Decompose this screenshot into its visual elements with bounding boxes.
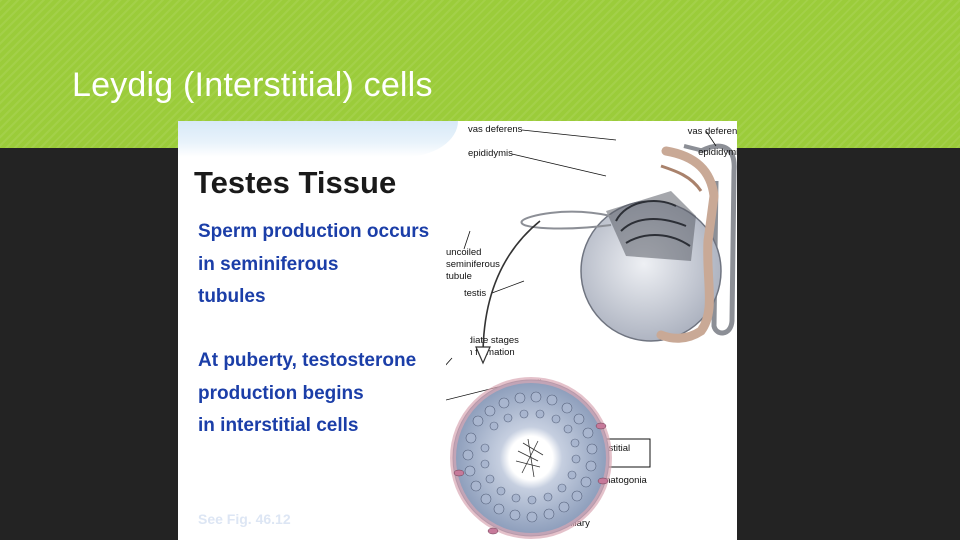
- label-epididymis: epididymis: [698, 147, 737, 158]
- label-uncoiled: uncoiled: [446, 247, 481, 258]
- figure-heading: Testes Tissue: [194, 165, 397, 200]
- paragraph-sperm-production: Sperm production occurs in seminiferous …: [198, 216, 429, 314]
- testis-diagram: vas deferens epididymis vas deferens epi…: [446, 121, 737, 529]
- label-spermatogonia: spermatogonia: [584, 475, 648, 486]
- label-vas-deferens: vas deferens: [688, 126, 737, 137]
- label-vas-deferens-main: vas deferens: [468, 124, 523, 135]
- figure-reference: See Fig. 46.12: [198, 511, 291, 527]
- decorative-stripe: [178, 121, 458, 157]
- paragraph-line: Sperm production occurs: [198, 221, 430, 242]
- label-epididymis-main: epididymis: [468, 148, 513, 159]
- label-seminiferous: seminiferous: [446, 259, 500, 270]
- paragraph-line: production begins: [198, 382, 364, 404]
- paragraph-line: tubules: [198, 286, 266, 307]
- paragraph-line: in seminiferous: [198, 253, 339, 275]
- diagram-overlay: [446, 220, 612, 539]
- paragraph-line: in interstitial cells: [198, 415, 359, 436]
- figure-panel: Testes Tissue Sperm production occurs in…: [178, 121, 737, 540]
- slide-title: Leydig (Interstitial) cells: [72, 66, 433, 104]
- paragraph-line: At puberty, testosterone: [198, 350, 417, 371]
- label-testis: testis: [464, 288, 486, 299]
- testis-illustration: [520, 143, 737, 343]
- tubule-cross-section: [450, 377, 612, 539]
- paragraph-testosterone: At puberty, testosterone production begi…: [198, 345, 416, 443]
- slide-header-band: [0, 0, 960, 148]
- label-intermediate-1: intermediate stages: [446, 335, 519, 346]
- figure-text-column: Testes Tissue Sperm production occurs in…: [178, 121, 468, 540]
- label-tubule: tubule: [446, 271, 472, 282]
